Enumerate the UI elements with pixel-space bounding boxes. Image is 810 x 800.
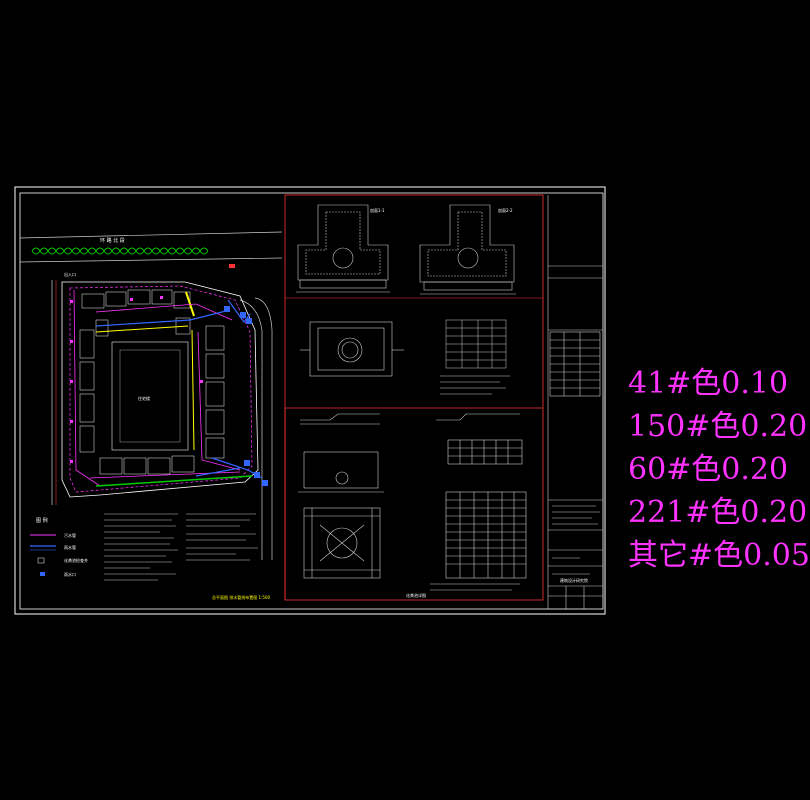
section-1-label: 剖面1-1 — [370, 207, 385, 213]
pen-weight-line-2: 150#色0.20 — [628, 409, 808, 444]
title-block — [547, 195, 603, 609]
site-boundary — [61, 281, 259, 498]
legend-item-rain: 雨水管 — [64, 544, 76, 550]
detail-frame — [284, 194, 544, 601]
sheet-inner-border — [19, 192, 604, 610]
pen-weight-line-5: 其它#色0.05 — [628, 538, 810, 573]
legend-item-manhole: 化粪池检查井 — [64, 557, 88, 563]
pen-weight-line-3: 60#色0.20 — [628, 452, 789, 487]
plan-street-label: 环 路 北 段 — [100, 237, 125, 244]
detail-title: 化粪池详图 — [406, 592, 426, 598]
section-1-drawing — [296, 204, 390, 293]
lower-details — [298, 413, 527, 591]
plan-entrance-label: 出入口 — [64, 271, 76, 277]
pen-weight-line-1: 41#色0.10 — [628, 366, 789, 401]
sheet-outer-border — [14, 186, 606, 615]
legend-heading: 图 例 — [36, 517, 48, 524]
tree-row — [31, 247, 209, 255]
pen-weight-legend: 41#色0.10 150#色0.20 60#色0.20 221#色0.20 其它… — [628, 362, 810, 577]
well-plan-view — [300, 321, 404, 377]
sewer-network — [73, 289, 241, 487]
site-plan: 环 路 北 段 出入口 住宅楼 — [19, 231, 283, 600]
plan-title: 总平面图 排水管线布置图 1:500 — [212, 594, 271, 600]
detail-area: 剖面1-1 剖面2-2 — [284, 194, 544, 601]
plan-notes — [104, 513, 258, 581]
central-building — [111, 341, 189, 451]
legend-item-inlet: 雨水口 — [64, 571, 76, 577]
spec-table — [440, 319, 510, 395]
pen-weight-line-4: 221#色0.20 — [628, 495, 808, 530]
company-name: 建筑设计研究院 — [560, 577, 588, 583]
section-2-label: 剖面2-2 — [498, 207, 513, 213]
residential-blocks — [79, 289, 225, 475]
legend-item-sewer: 污水管 — [64, 532, 76, 538]
plan-building-label: 住宅楼 — [138, 395, 150, 401]
section-2-drawing — [419, 204, 516, 295]
